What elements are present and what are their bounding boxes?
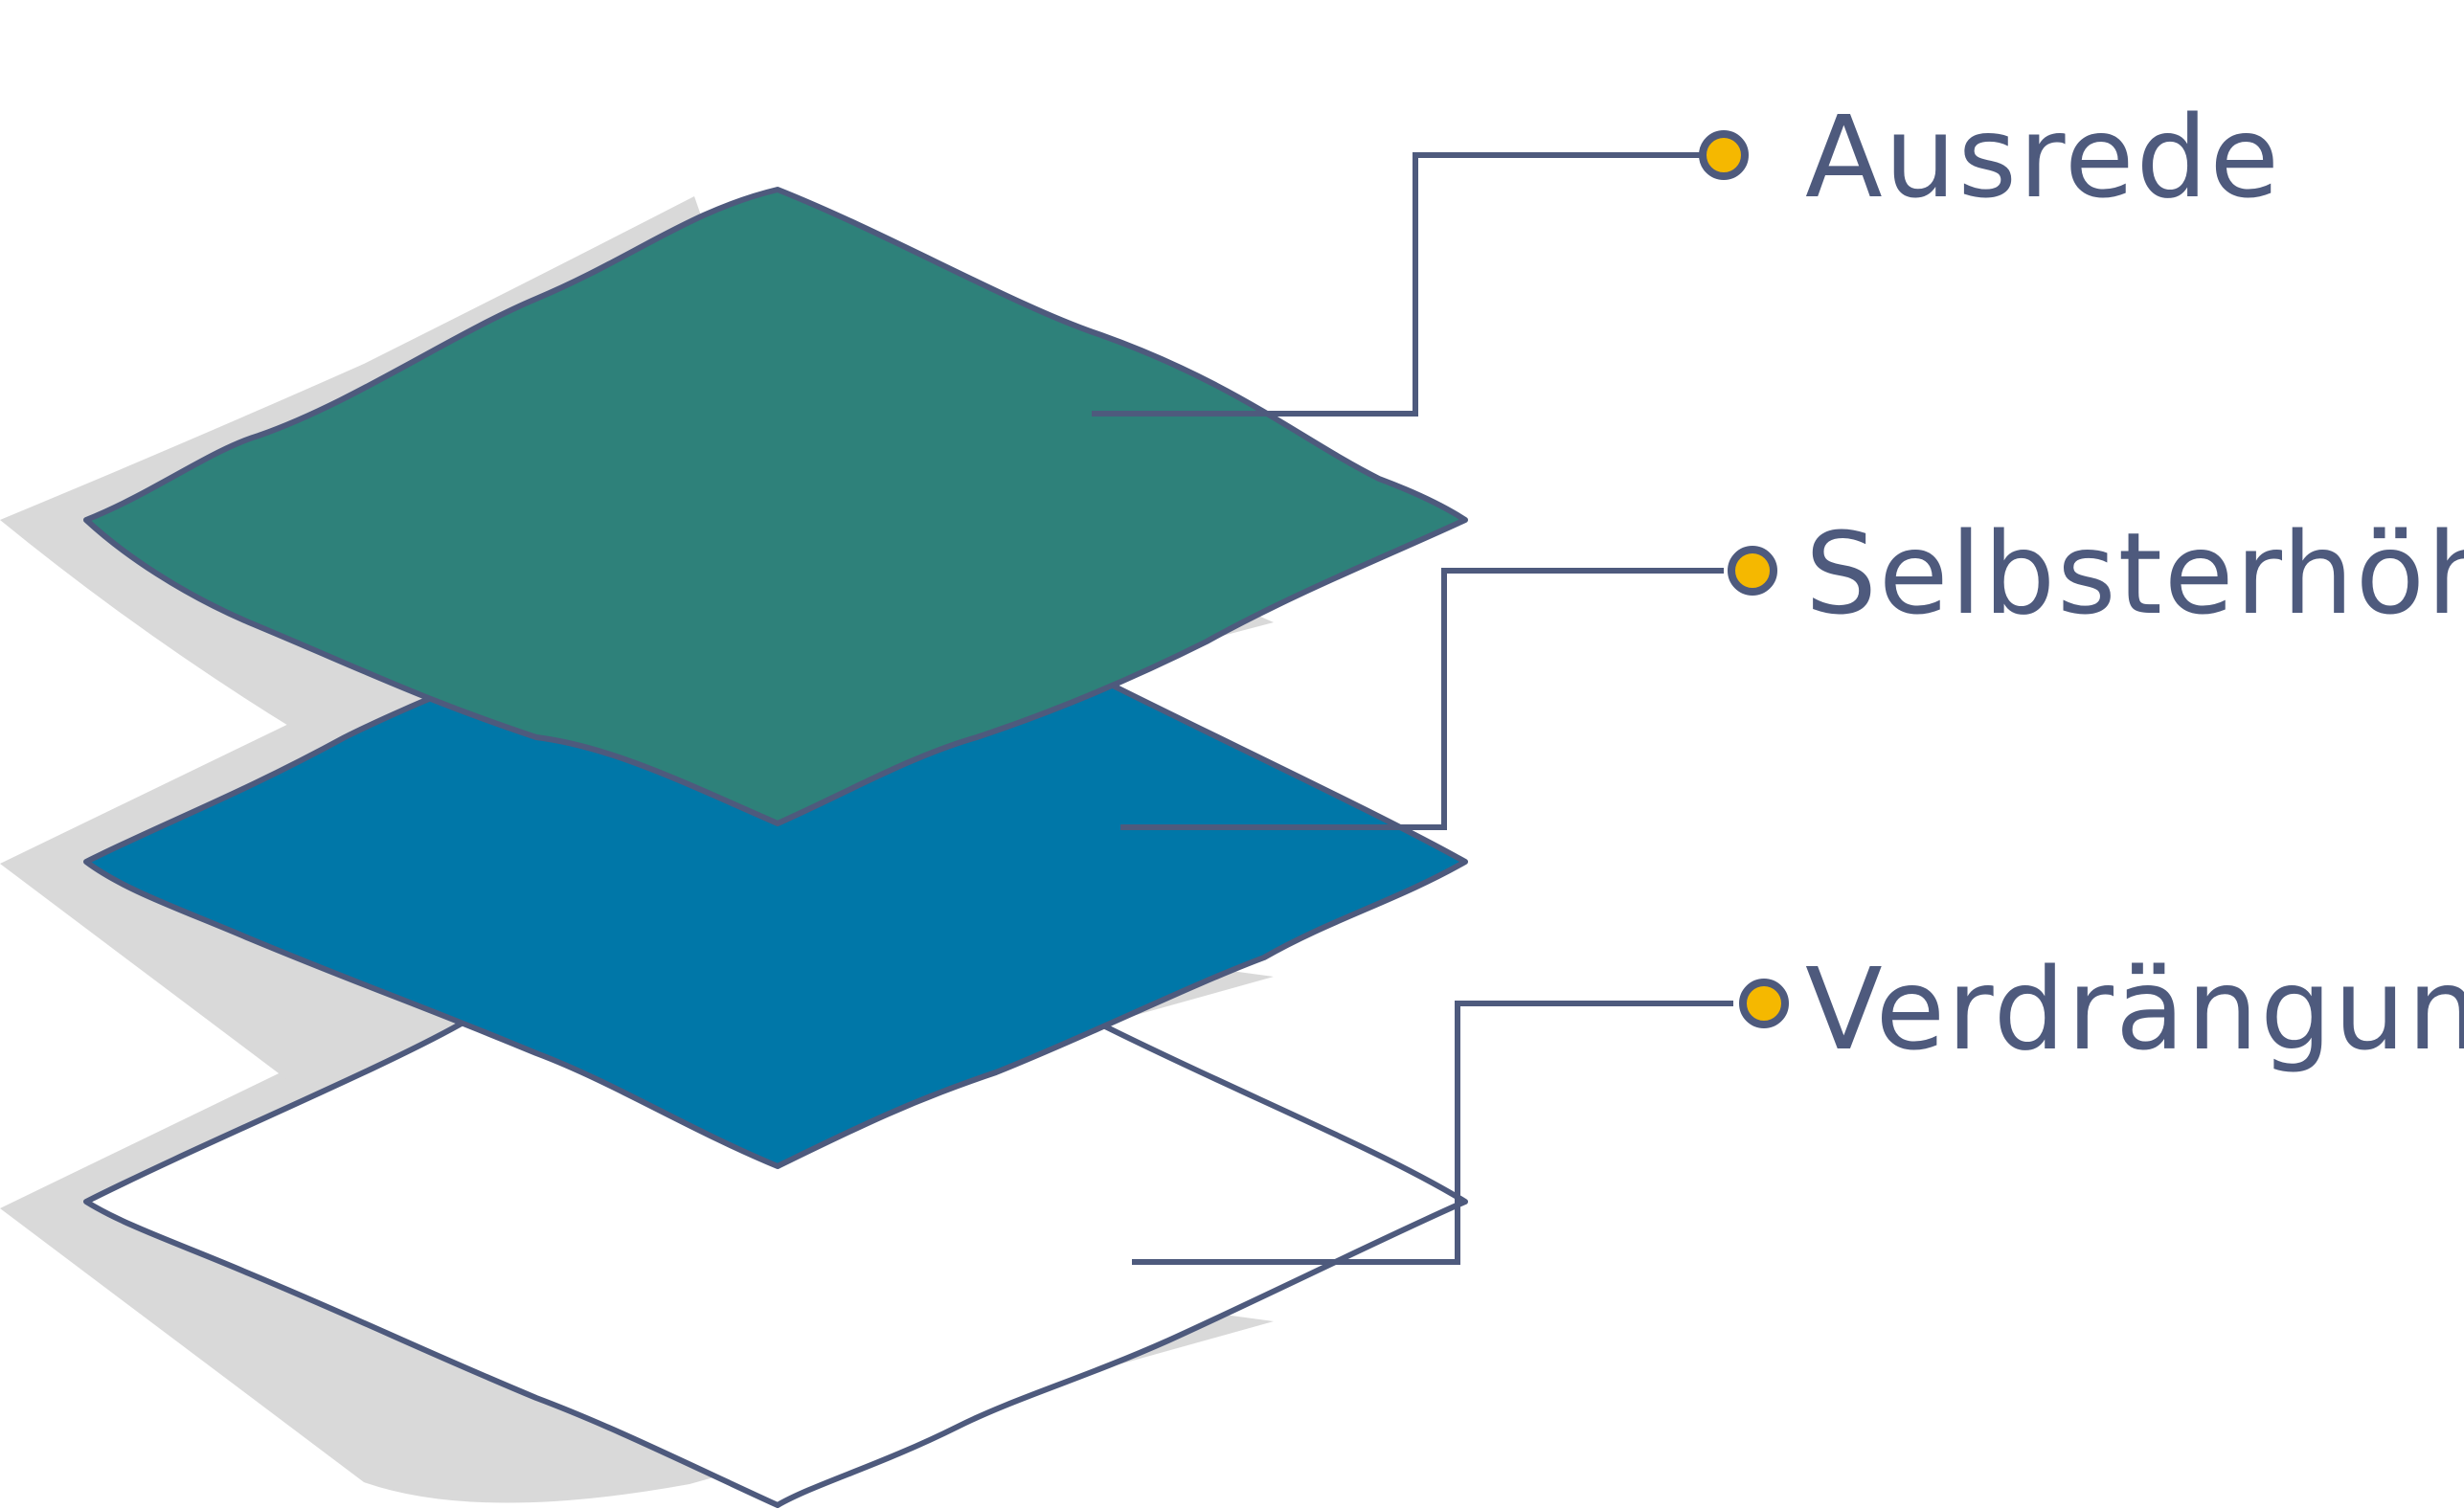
leader-line-ausrede bbox=[1092, 152, 1700, 417]
marker-dot-verdraengung bbox=[1739, 979, 1789, 1028]
leader-lines bbox=[1092, 152, 1733, 1265]
leader-line-verdraengung bbox=[1132, 1001, 1733, 1265]
label-selbsterhoehung: Selbsterhöhung bbox=[1805, 507, 2464, 640]
label-markers bbox=[1699, 130, 1789, 1028]
label-ausrede: Ausrede bbox=[1805, 91, 2281, 223]
leader-line-selbsterhoehung bbox=[1120, 568, 1724, 830]
marker-dot-selbsterhoehung bbox=[1728, 546, 1777, 596]
marker-dot-ausrede bbox=[1699, 130, 1749, 180]
layer-labels: Ausrede Selbsterhöhung Verdrängung bbox=[1805, 91, 2464, 1075]
label-verdraengung: Verdrängung bbox=[1805, 943, 2464, 1075]
top-layer bbox=[83, 187, 1468, 826]
